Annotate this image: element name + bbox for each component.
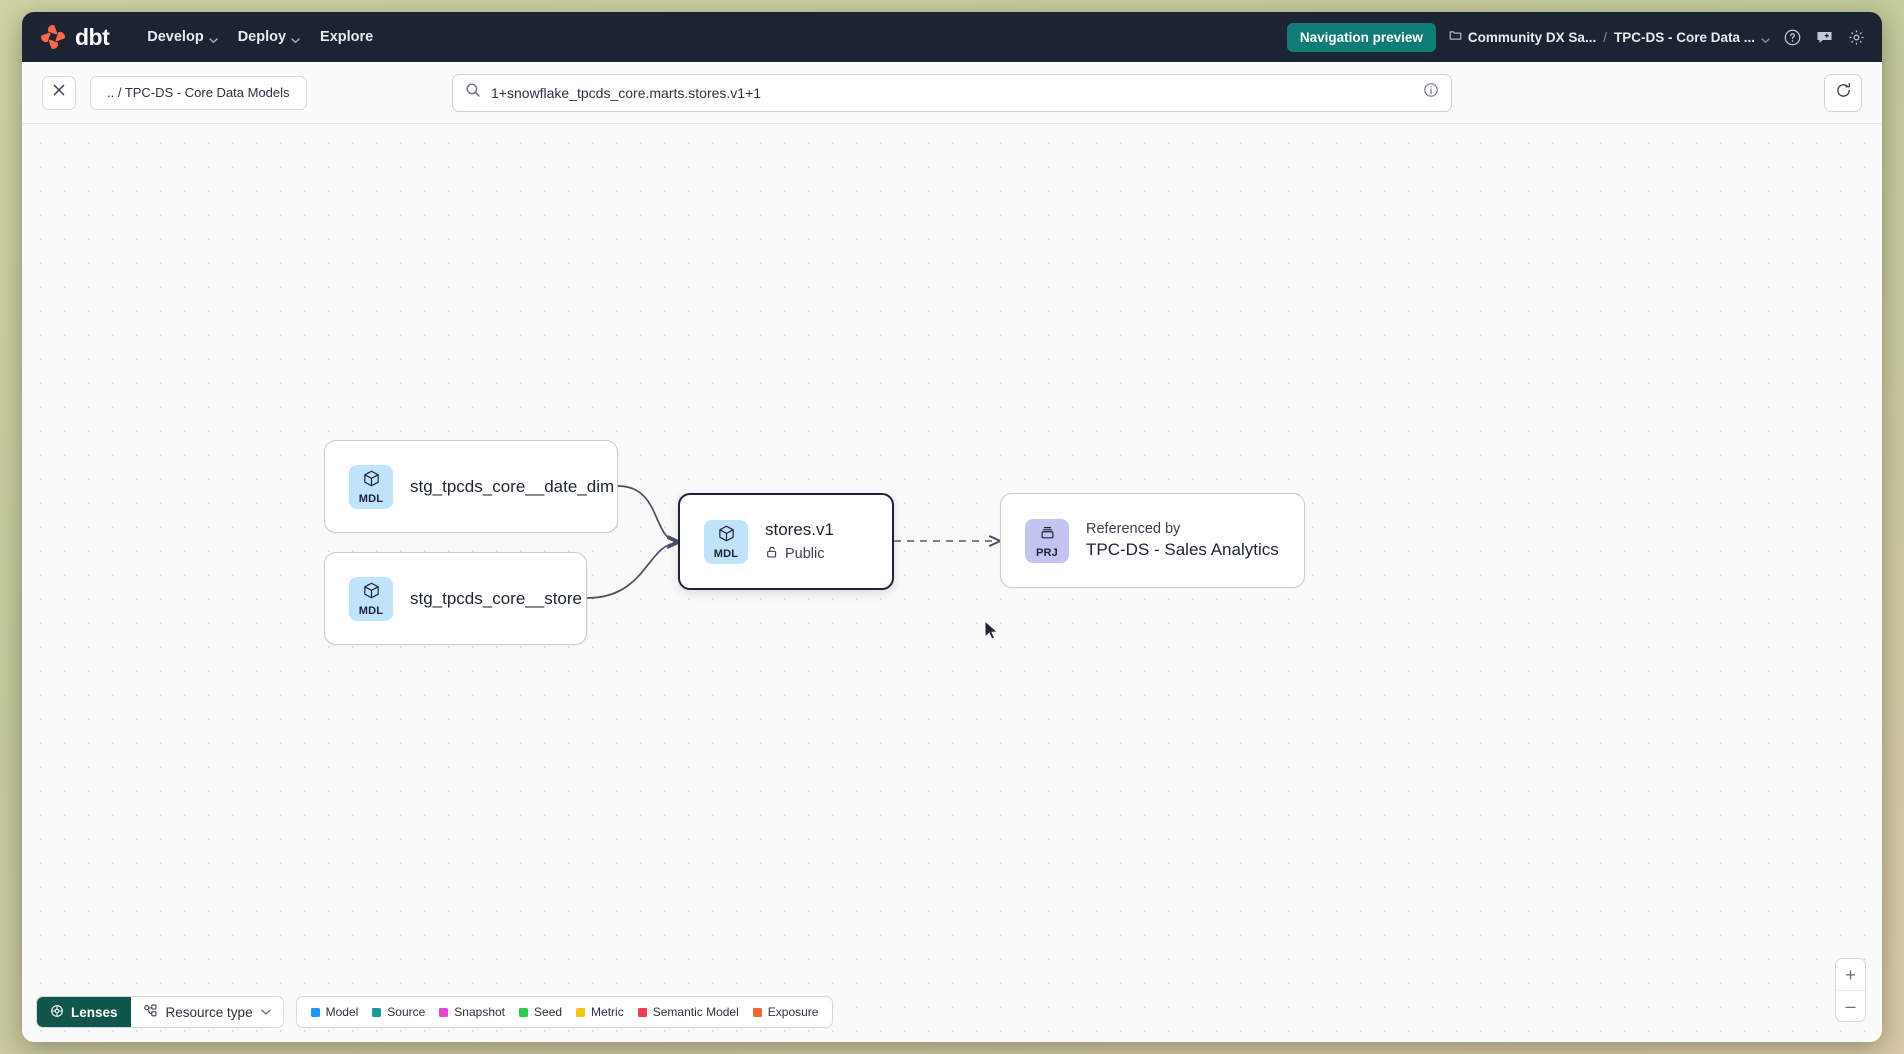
node-badge-prj: PRJ: [1025, 518, 1069, 563]
node-access-label: Public: [785, 546, 825, 562]
refresh-icon: [1835, 82, 1852, 104]
nav-develop-label: Develop: [147, 29, 204, 45]
node-text-group: stores.v1 Public: [765, 520, 834, 564]
settings-gear-icon[interactable]: [1847, 28, 1866, 47]
top-navigation-bar: dbt Develop Deploy Explore Navigation pr…: [22, 12, 1882, 62]
node-badge-mdl: MDL: [704, 519, 748, 564]
legend-label: Model: [325, 1005, 359, 1019]
legend-item: Exposure: [752, 1005, 819, 1019]
nav-explore-label: Explore: [320, 29, 374, 45]
node-access-group: Public: [765, 545, 834, 564]
breadcrumb: Community DX Sa... / TPC-DS - Core Data …: [1449, 29, 1770, 45]
chevron-down-icon: [1761, 33, 1770, 43]
project-stack-icon: [1038, 523, 1057, 547]
project-breadcrumb-pill[interactable]: .. / TPC-DS - Core Data Models: [90, 75, 307, 110]
resource-type-legend: Model Source Snapshot Seed Metric: [295, 996, 834, 1028]
legend-swatch: [752, 1007, 762, 1017]
lineage-node-stores-v1[interactable]: MDL stores.v1 Public: [678, 493, 894, 590]
nav-item-develop[interactable]: Develop: [137, 23, 227, 51]
app-window: dbt Develop Deploy Explore Navigation pr…: [22, 12, 1882, 1042]
feedback-icon[interactable]: [1815, 28, 1834, 47]
dbt-logo-icon: [38, 22, 68, 52]
top-nav-right-group: Navigation preview Community DX Sa... / …: [1286, 22, 1866, 52]
lineage-node-date-dim[interactable]: MDL stg_tpcds_core__date_dim: [324, 440, 618, 533]
legend-item: Metric: [576, 1005, 624, 1019]
legend-swatch: [372, 1007, 382, 1017]
lineage-node-sales-analytics[interactable]: PRJ Referenced by TPC-DS - Sales Analyti…: [1000, 493, 1305, 588]
close-button[interactable]: [42, 75, 76, 110]
node-eyebrow-label: Referenced by: [1086, 521, 1181, 537]
legend-label: Metric: [591, 1005, 624, 1019]
node-title: TPC-DS - Sales Analytics: [1086, 540, 1279, 559]
node-title: stores.v1: [765, 519, 834, 539]
cube-icon: [362, 469, 381, 493]
close-icon: [52, 83, 66, 102]
resource-type-icon: [143, 1003, 158, 1021]
node-badge-label: MDL: [358, 492, 384, 505]
lineage-edges: [586, 485, 1882, 599]
node-badge-mdl: MDL: [349, 576, 393, 621]
node-badge-mdl: MDL: [349, 464, 393, 509]
legend-item: Seed: [519, 1005, 562, 1019]
lineage-canvas[interactable]: MDL stg_tpcds_core__date_dim MDL stg_tpc…: [22, 124, 1882, 1042]
resource-type-button[interactable]: Resource type: [130, 997, 283, 1027]
nav-item-explore[interactable]: Explore: [310, 23, 383, 51]
zoom-out-button[interactable]: –: [1836, 990, 1865, 1021]
help-icon[interactable]: [1783, 28, 1802, 47]
nav-item-deploy[interactable]: Deploy: [228, 23, 310, 51]
legend-label: Exposure: [767, 1005, 819, 1019]
legend-label: Seed: [534, 1005, 563, 1019]
cube-icon: [717, 524, 736, 548]
zoom-controls: + –: [1835, 958, 1866, 1022]
lenses-label: Lenses: [71, 1004, 118, 1020]
dbt-logo-text: dbt: [75, 23, 110, 50]
breadcrumb-project[interactable]: TPC-DS - Core Data ...: [1614, 30, 1770, 45]
bottom-toolbar: Lenses Resource type Model: [36, 996, 834, 1028]
legend-label: Source: [387, 1005, 426, 1019]
lineage-search-bar[interactable]: [452, 73, 1452, 112]
lineage-node-store[interactable]: MDL stg_tpcds_core__store: [324, 552, 587, 645]
zoom-in-button[interactable]: +: [1845, 964, 1856, 985]
chevron-down-icon: [260, 1005, 271, 1020]
legend-label: Snapshot: [454, 1005, 506, 1019]
legend-swatch: [439, 1007, 449, 1017]
chevron-down-icon: [291, 33, 300, 43]
search-icon: [465, 82, 481, 103]
node-badge-label: MDL: [713, 547, 739, 560]
legend-label: Semantic Model: [652, 1005, 739, 1019]
folder-icon: [1449, 29, 1462, 45]
unlock-icon: [765, 545, 779, 564]
cube-icon: [362, 581, 381, 605]
breadcrumb-account-label: Community DX Sa...: [1467, 29, 1597, 45]
navigation-preview-badge[interactable]: Navigation preview: [1286, 22, 1436, 52]
chevron-down-icon: [208, 33, 218, 43]
legend-swatch: [519, 1007, 529, 1017]
lens-control-group: Lenses Resource type: [36, 996, 284, 1028]
breadcrumb-separator: /: [1603, 29, 1607, 45]
breadcrumb-project-label: TPC-DS - Core Data ...: [1613, 29, 1755, 45]
node-title: stg_tpcds_core__store: [410, 588, 582, 608]
legend-swatch: [576, 1007, 586, 1017]
legend-item: Model: [310, 1005, 359, 1019]
breadcrumb-account[interactable]: Community DX Sa...: [1449, 29, 1596, 45]
dbt-logo[interactable]: dbt: [38, 22, 110, 52]
resource-type-label: Resource type: [165, 1004, 253, 1020]
nav-deploy-label: Deploy: [237, 29, 287, 45]
lineage-toolbar: .. / TPC-DS - Core Data Models: [22, 62, 1882, 124]
node-text-group: Referenced by TPC-DS - Sales Analytics: [1086, 521, 1279, 560]
info-icon[interactable]: [1423, 82, 1439, 103]
node-badge-label: MDL: [358, 604, 384, 617]
lenses-button[interactable]: Lenses: [37, 997, 131, 1027]
legend-swatch: [637, 1007, 647, 1017]
node-title: stg_tpcds_core__date_dim: [410, 476, 615, 496]
legend-item: Source: [372, 1005, 425, 1019]
lens-icon: [50, 1004, 64, 1021]
refresh-button[interactable]: [1824, 73, 1862, 112]
legend-swatch: [310, 1007, 320, 1017]
node-badge-label: PRJ: [1036, 546, 1058, 559]
search-input[interactable]: [491, 84, 1413, 101]
legend-item: Snapshot: [439, 1005, 505, 1019]
legend-item: Semantic Model: [637, 1005, 739, 1019]
